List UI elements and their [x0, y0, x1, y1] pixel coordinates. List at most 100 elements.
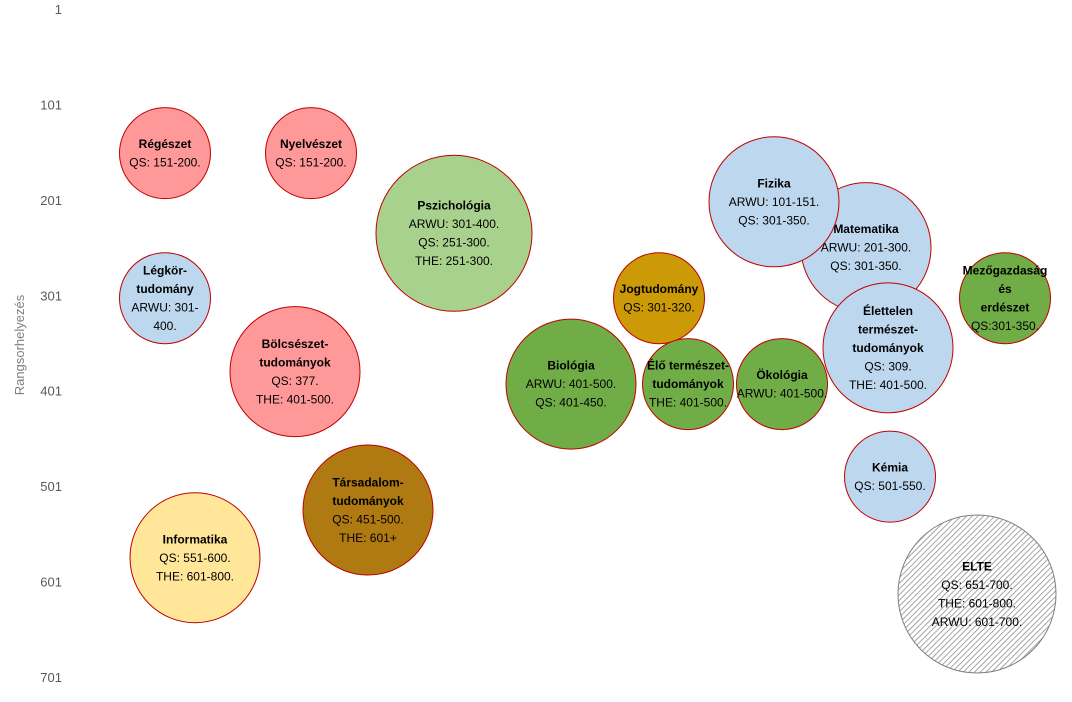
bubble-value: QS: 301-350.	[738, 213, 809, 227]
bubble-value: ARWU: 301-400.	[409, 217, 500, 231]
bubble-title: Régészet	[139, 137, 192, 151]
bubble-circle	[959, 252, 1051, 345]
bubble-circle	[708, 136, 840, 268]
bubble-title: tudományok	[852, 341, 924, 355]
bubble-title: Bölcsészet-	[262, 337, 329, 351]
bubble-value: QS: 251-300.	[418, 236, 489, 250]
bubble-circle	[505, 318, 637, 450]
bubble-circle	[736, 338, 828, 431]
bubble-circle	[119, 107, 211, 200]
bubble-value: QS: 651-700.	[941, 578, 1012, 592]
bubble-value: QS: 301-320.	[623, 300, 694, 314]
bubble-value: QS: 451-500.	[332, 512, 403, 526]
y-tick-label: 1	[55, 2, 62, 17]
bubble-value: ARWU: 301-	[131, 300, 198, 314]
bubble-value: QS: 401-450.	[535, 396, 606, 410]
bubble-title: Mezőgazdaság	[963, 263, 1048, 277]
bubble-value: THE: 601-800.	[938, 596, 1016, 610]
bubble-value: QS: 501-550.	[854, 479, 925, 493]
bubble-value: THE: 401-500.	[256, 392, 334, 406]
bubble-circle	[302, 444, 434, 576]
bubble-circle	[129, 492, 261, 624]
y-tick-label: 501	[40, 479, 62, 494]
bubble-value: ARWU: 601-700.	[932, 615, 1023, 629]
bubble-value: QS: 551-600.	[159, 551, 230, 565]
bubble-title: tudományok	[652, 377, 724, 391]
bubble-value: QS: 377.	[271, 374, 318, 388]
bubble-value: QS: 309.	[864, 359, 911, 373]
bubble-value: QS: 151-200.	[129, 155, 200, 169]
bubble-value: THE: 251-300.	[415, 254, 493, 268]
y-tick-label: 701	[40, 670, 62, 685]
bubble-value: THE: 601+	[339, 531, 397, 545]
bubble-value: THE: 401-500.	[849, 378, 927, 392]
bubble-value: QS: 151-200.	[275, 155, 346, 169]
bubble-value: ARWU: 401-500.	[737, 386, 828, 400]
bubble-title: erdészet	[981, 300, 1030, 314]
bubble-value: ARWU: 101-151.	[729, 195, 820, 209]
bubble-title: Ökológia	[756, 367, 808, 382]
bubble-value: 400.	[153, 319, 176, 333]
bubble-circle	[844, 430, 936, 523]
bubble-circle	[375, 154, 533, 312]
bubble-title: Nyelvészet	[280, 137, 342, 151]
bubble-circle	[229, 306, 361, 438]
bubble-title: tudományok	[259, 355, 331, 369]
bubble-title: Légkör-	[143, 263, 187, 277]
bubble-title: tudományok	[332, 494, 404, 508]
bubble-value: ARWU: 401-500.	[526, 377, 617, 391]
bubble-title: Informatika	[163, 532, 228, 546]
bubble-title: Matematika	[833, 222, 899, 236]
bubble-value: THE: 401-500.	[649, 396, 727, 410]
bubble-title: Társadalom-	[332, 475, 403, 489]
bubble: ELTE QS: 651-700. THE: 601-800. ARWU: 601-7…	[897, 514, 1057, 674]
bubble-title: ELTE	[962, 559, 992, 573]
y-tick-label: 401	[40, 384, 62, 399]
y-axis-label: Rangsorhelyezés	[12, 294, 27, 395]
y-tick-label: 301	[40, 288, 62, 303]
bubble-title: Pszichológia	[417, 199, 491, 213]
bubble-title: Fizika	[757, 176, 791, 190]
bubble-label: ELTE QS: 651-700. THE: 601-800. ARWU: 601-7…	[932, 559, 1023, 629]
y-tick-label: 201	[40, 193, 62, 208]
bubble-title: Biológia	[547, 359, 595, 373]
bubble-value: QS:301-350.	[971, 319, 1039, 333]
bubble-value: THE: 601-800.	[156, 569, 234, 583]
bubble-value: QS: 301-350.	[830, 259, 901, 273]
bubble-title: Jogtudomány	[620, 282, 699, 296]
bubble-value: ARWU: 201-300.	[821, 241, 912, 255]
bubble-title: és	[998, 282, 1012, 296]
bubble-circle	[265, 107, 357, 200]
bubble-circle	[642, 338, 734, 431]
bubble-circle	[119, 252, 211, 345]
bubble-title: természet-	[858, 322, 918, 336]
